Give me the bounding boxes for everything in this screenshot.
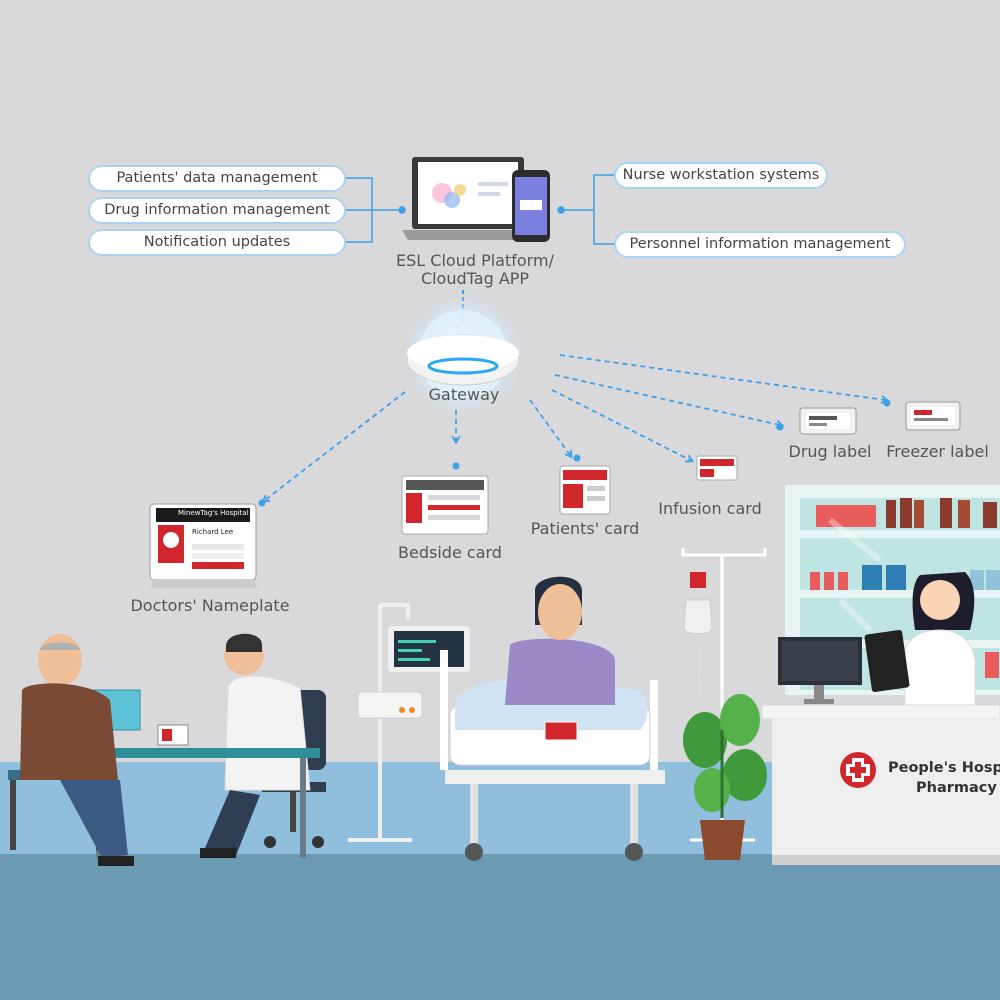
bed-tag: [544, 721, 578, 741]
pharmacy-subtitle: Pharmacy: [916, 780, 997, 796]
pharmacist-figure: [864, 572, 976, 706]
patient-monitor: [388, 626, 470, 672]
iv-stand-left: [348, 603, 412, 842]
freezer-label-device: [905, 401, 961, 431]
gateway-icon: [403, 295, 523, 415]
desk-nameplate-tag: [157, 724, 189, 746]
doctors-nameplate-label: Doctors' Nameplate: [130, 596, 290, 615]
old-man-figure: [20, 634, 134, 866]
pharmacy-counter: [761, 704, 1000, 865]
pharmacy-computer-icon: [778, 637, 862, 704]
platform-label-line1: ESL Cloud Platform/: [396, 251, 554, 270]
laptop-icon: [402, 157, 534, 240]
infusion-card-device: [696, 455, 738, 481]
doctor-figure: [200, 633, 311, 858]
platform-label-line2: CloudTag APP: [420, 269, 530, 288]
function-notifications: Notification updates: [88, 229, 346, 256]
plant-icon: [683, 694, 767, 860]
nameplate-name-text: Richard Lee: [192, 528, 234, 536]
bedside-card-device: [401, 475, 489, 535]
patients-card-label: Patients' card: [530, 519, 640, 538]
pharmacy-name: People's Hospital: [888, 760, 1000, 776]
gateway-label: Gateway: [428, 385, 500, 404]
function-drug-info: Drug information management: [88, 197, 346, 224]
left-bracket: [346, 177, 406, 243]
infusion-card-label: Infusion card: [658, 499, 762, 518]
right-bracket: [557, 174, 614, 245]
iv-bag: [683, 572, 713, 701]
red-cross-icon: [840, 752, 876, 788]
doctors-nameplate-device: [149, 503, 258, 588]
patients-card-device: [559, 465, 611, 515]
function-patients-data: Patients' data management: [88, 165, 346, 192]
gateway-signal-arrows: [261, 354, 890, 503]
drug-label-label: Drug label: [788, 442, 872, 461]
phone-icon: [512, 170, 550, 242]
function-personnel-info: Personnel information management: [614, 231, 906, 258]
patient-figure: [505, 576, 615, 705]
floor-lower: [0, 854, 1000, 1000]
bedside-card-label: Bedside card: [398, 543, 502, 562]
infusion-pump: [357, 691, 423, 719]
drug-label-device: [799, 407, 857, 435]
freezer-label-label: Freezer label: [886, 442, 989, 461]
nameplate-header-text: MinewTag's Hospital: [178, 509, 249, 517]
function-nurse-workstation: Nurse workstation systems: [614, 162, 828, 189]
